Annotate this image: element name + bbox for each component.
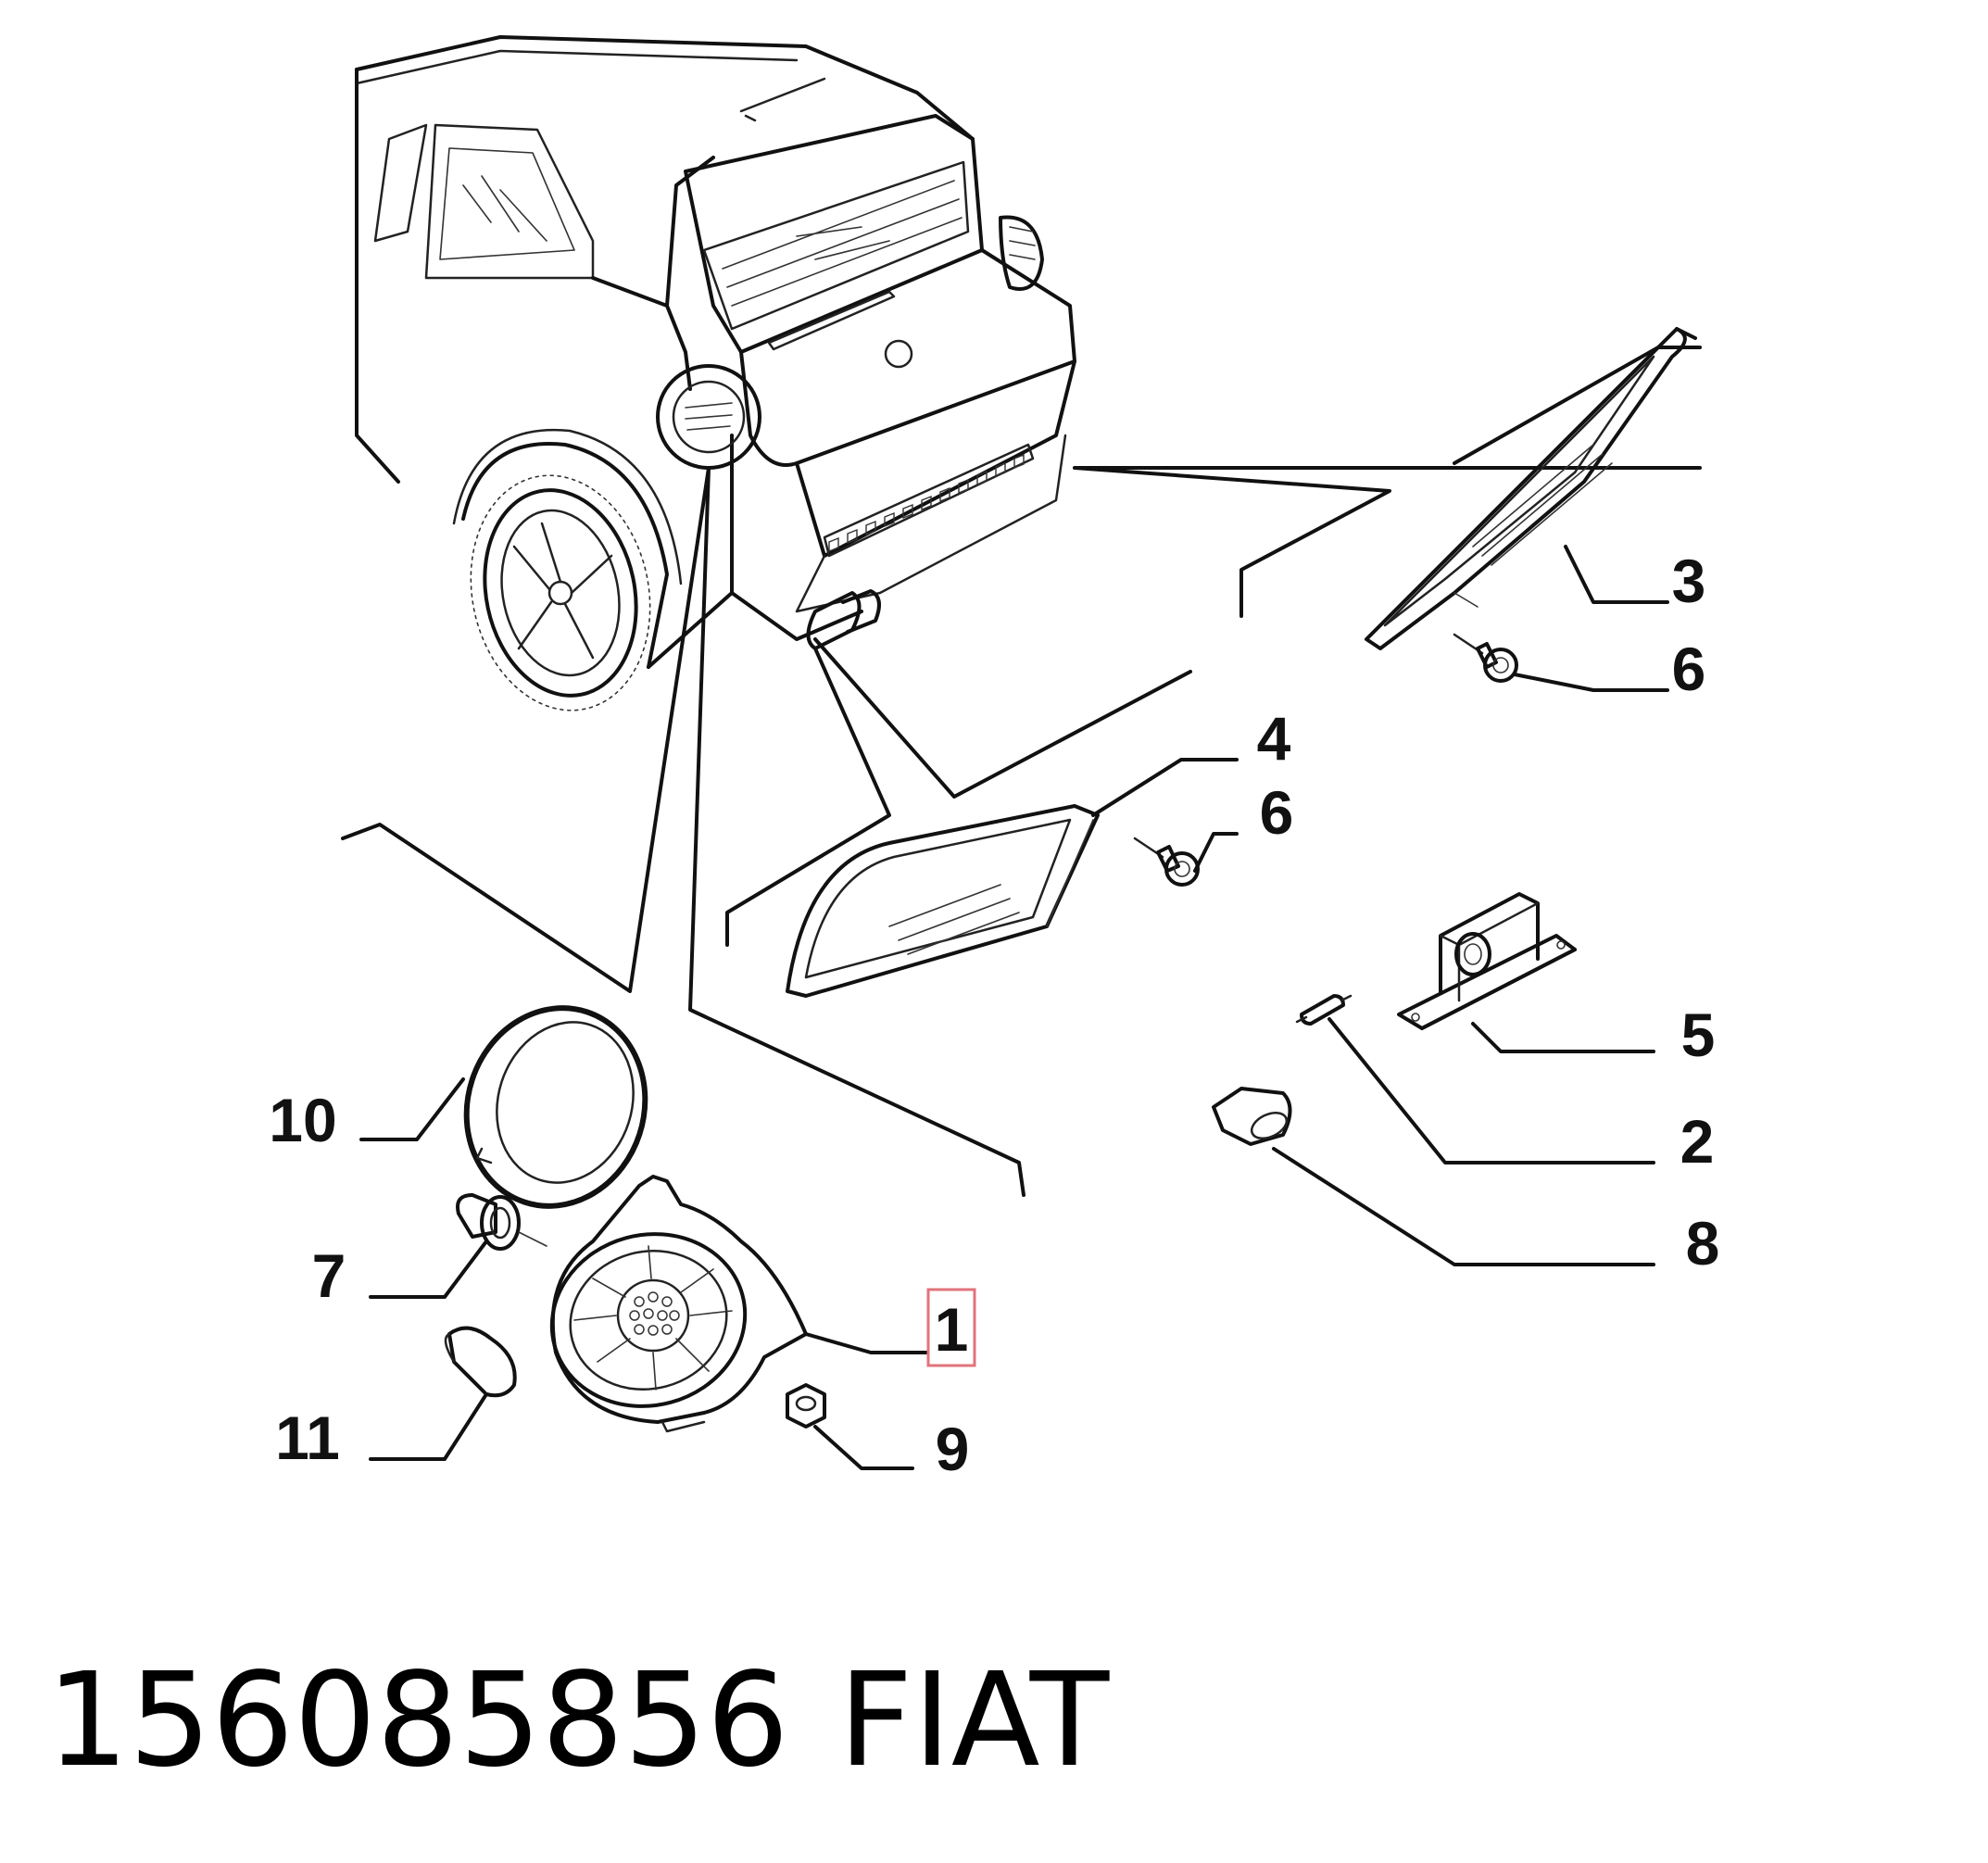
brand-name: FIAT [838, 1645, 1110, 1796]
callout-1[interactable]: 1 [935, 1295, 969, 1364]
callout-lines [359, 545, 1669, 1470]
part-5-plate-light [1397, 892, 1577, 1030]
part-11-bulb [444, 1326, 517, 1398]
part-6-screw-lower [1133, 837, 1200, 887]
callout-6-lower[interactable]: 6 [1260, 778, 1294, 847]
part-number: 156085856 [46, 1645, 789, 1796]
callout-labels: 1 2 3 4 5 6 6 7 8 9 10 11 [269, 547, 1719, 1483]
callout-6-upper[interactable]: 6 [1672, 635, 1706, 703]
leader-lines [341, 346, 1702, 1197]
callout-10[interactable]: 10 [269, 1086, 336, 1154]
part-10-bezel [463, 1005, 648, 1209]
callout-5[interactable]: 5 [1681, 1001, 1716, 1069]
callout-11[interactable]: 11 [275, 1404, 340, 1472]
part-7-socket [456, 1193, 547, 1251]
part-9-nut [786, 1383, 826, 1429]
part-4-left-reflector [786, 804, 1100, 998]
part-8-grommet [1212, 1087, 1292, 1146]
callout-9[interactable]: 9 [936, 1415, 970, 1483]
callout-3[interactable]: 3 [1672, 547, 1706, 615]
footer: 156085856 FIAT [46, 1645, 1110, 1796]
callout-7[interactable]: 7 [312, 1241, 346, 1310]
callout-8[interactable]: 8 [1686, 1209, 1720, 1278]
callout-4[interactable]: 4 [1257, 704, 1291, 773]
callout-2[interactable]: 2 [1680, 1107, 1715, 1176]
callout-1-highlight [926, 1288, 976, 1367]
part-3-right-reflector [1365, 327, 1697, 650]
part-6-screw-upper [1453, 633, 1518, 683]
honeycomb-grille [828, 453, 1025, 553]
car-illustration [355, 35, 1076, 711]
part-2-bulb [1295, 994, 1353, 1026]
part-1-lamp [549, 1175, 808, 1433]
